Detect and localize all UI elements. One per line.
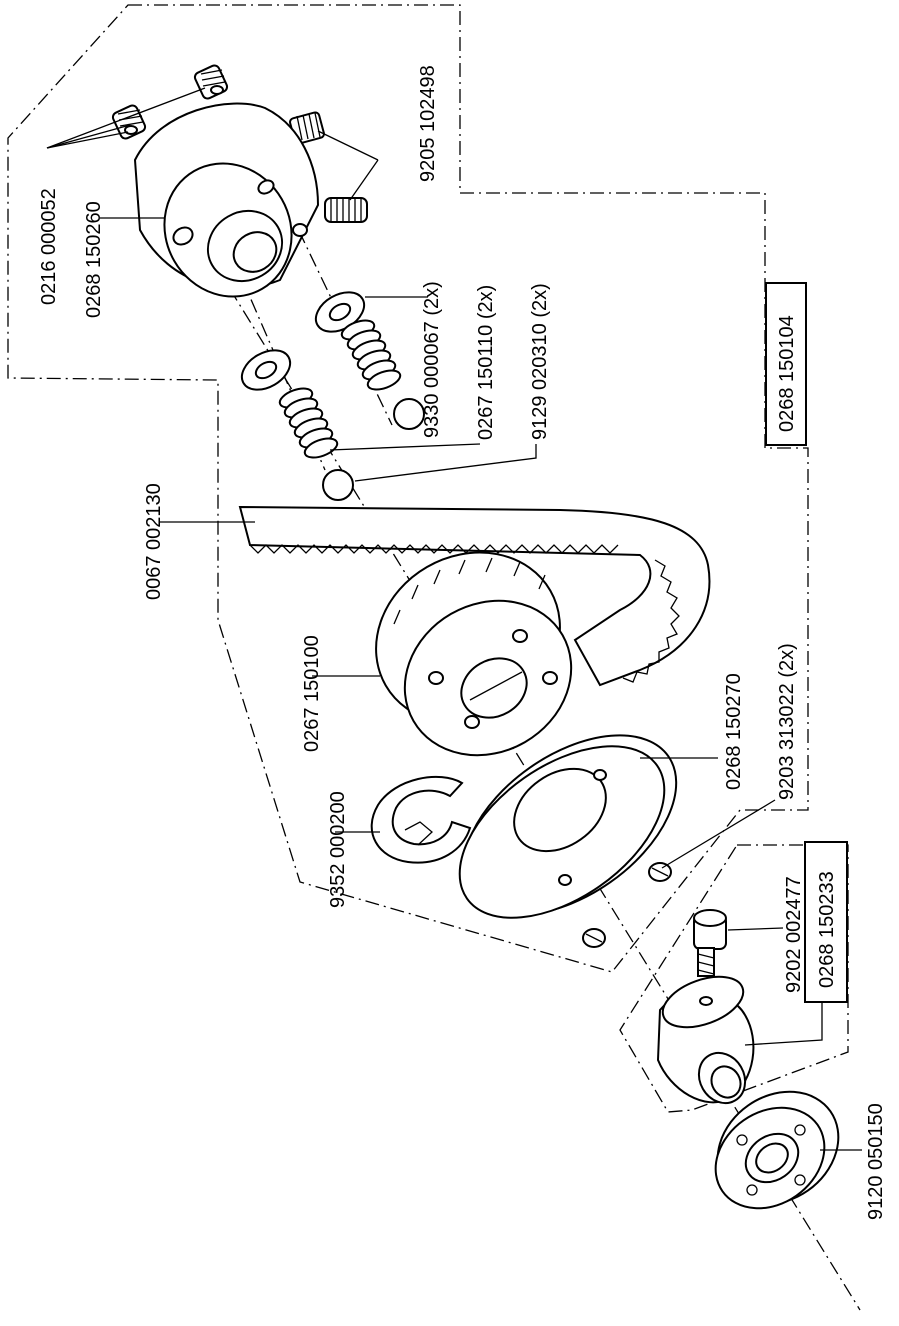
- cap-screw-icon: [693, 909, 727, 977]
- spring-icon: [278, 319, 402, 459]
- bearing-icon: [714, 1090, 840, 1210]
- label-spring: 0267 150110 (2x): [475, 285, 497, 440]
- leader-lines: [46, 87, 862, 1151]
- flange-icon: [458, 734, 678, 919]
- label-clutch-housing: 0268 150260: [83, 201, 105, 318]
- retaining-ring-icon: [370, 776, 472, 864]
- label-flange-screw: 9203 313022 (2x): [776, 643, 798, 800]
- label-assembly-main: 0268 150104: [776, 315, 798, 432]
- label-bearing: 9120 050150: [865, 1103, 887, 1220]
- assembly-boundary-main: [7, 4, 809, 973]
- label-grub-screw: 9205 102498: [417, 65, 439, 182]
- ball-icon: [322, 398, 425, 501]
- label-retaining-ring: 9352 000200: [327, 791, 349, 908]
- hub-icon: [656, 975, 755, 1105]
- flange-screw-icon: [582, 862, 672, 948]
- assembly-label-box-main: [765, 282, 807, 446]
- clutch-housing-icon: [133, 102, 320, 298]
- label-washer: 9330 000067 (2x): [421, 281, 443, 438]
- label-ball: 9129 020310 (2x): [529, 283, 551, 440]
- label-timing-belt: 0067 002130: [143, 483, 165, 600]
- timing-belt-icon: [238, 505, 711, 687]
- label-flange: 0268 150270: [723, 673, 745, 790]
- pulley-icon: [375, 551, 573, 757]
- assembly-label-box-hub: [804, 841, 848, 1003]
- label-pulley: 0267 150100: [301, 635, 323, 752]
- washer-icon: [240, 291, 366, 391]
- label-set-screw: 0216 000052: [38, 188, 60, 305]
- label-cap-screw: 9202 002477: [783, 876, 805, 993]
- label-assembly-hub: 0268 150233: [816, 871, 838, 988]
